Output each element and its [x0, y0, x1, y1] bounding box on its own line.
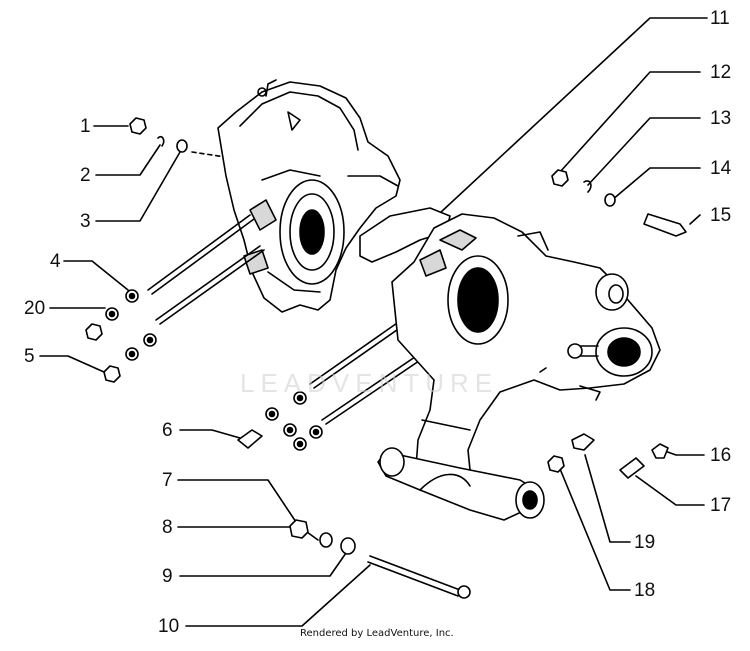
callout-9: 9: [162, 566, 173, 587]
watermark: LEADVENTURE: [240, 368, 499, 398]
callout-14: 14: [710, 158, 732, 179]
small-parts: [85, 117, 687, 599]
callout-8: 8: [162, 517, 173, 538]
leader-lines: [39, 17, 708, 627]
callout-1: 1: [80, 116, 91, 137]
callout-17: 17: [710, 495, 732, 516]
callout-19: 19: [634, 532, 656, 553]
callout-5: 5: [24, 346, 35, 367]
callout-7: 7: [162, 470, 173, 491]
callout-6: 6: [162, 420, 173, 441]
swing-arm: [377, 447, 545, 521]
callout-16: 16: [710, 445, 732, 466]
callout-3: 3: [80, 211, 91, 232]
callout-15: 15: [710, 205, 732, 226]
callout-10: 10: [158, 616, 180, 637]
callout-12: 12: [710, 62, 732, 83]
callout-2: 2: [80, 165, 91, 186]
crankcase-right-half: [391, 213, 661, 491]
credit-text: Rendered by LeadVenture, Inc.: [300, 628, 454, 639]
callout-18: 18: [634, 580, 656, 601]
callout-13: 13: [710, 108, 732, 129]
callout-11: 11: [710, 8, 730, 29]
crankcase-left-half: [217, 79, 401, 313]
callout-4: 4: [50, 251, 61, 272]
callout-20: 20: [24, 298, 46, 319]
